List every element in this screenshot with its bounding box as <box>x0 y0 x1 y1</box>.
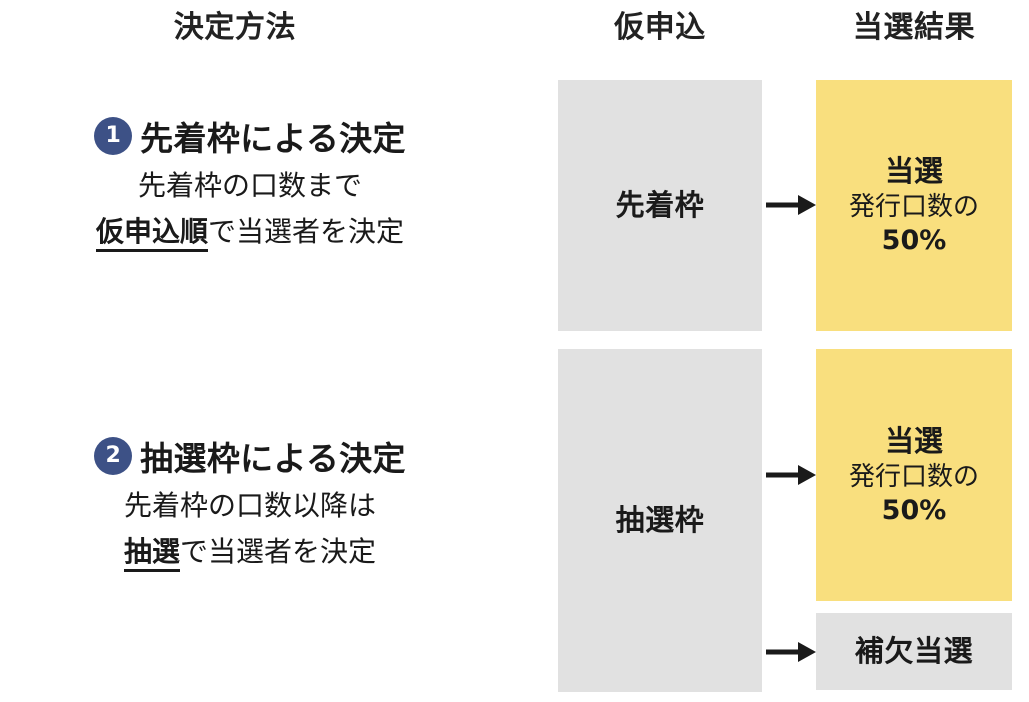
result-box-percentage: 50% <box>881 494 947 526</box>
apply-box-label: 先着枠 <box>615 188 705 223</box>
apply-box-label: 抽選枠 <box>615 503 705 538</box>
result-box-heading: 当選 <box>884 423 943 458</box>
result-box-heading: 当選 <box>884 154 943 189</box>
method-title: 先着枠による決定 <box>140 119 406 158</box>
step-number-badge: 2 <box>94 437 133 475</box>
method-keyword-underlined: 抽選 <box>123 534 180 572</box>
method-title-row: 2 抽選枠による決定 <box>0 432 500 480</box>
arrow-right-icon <box>766 195 816 215</box>
method-description-line-2: 抽選で当選者を決定 <box>0 532 500 572</box>
step-number-badge: 1 <box>94 117 133 155</box>
arrow-lottery-to-waitlist <box>766 639 816 665</box>
column-header-apply: 仮申込 <box>614 10 706 45</box>
apply-box-lottery: 抽選枠 <box>558 349 762 692</box>
method-description-line-2: 仮申込順で当選者を決定 <box>0 212 500 252</box>
arrow-right-icon <box>766 642 816 662</box>
result-box-percentage: 50% <box>881 225 947 257</box>
result-box-heading: 補欠当選 <box>854 634 974 669</box>
method-block-lottery: 2 抽選枠による決定 先着枠の口数以降は 抽選で当選者を決定 <box>0 432 500 572</box>
result-box-lottery-win: 当選 発行口数の 50% <box>816 349 1012 601</box>
apply-box-first-come: 先着枠 <box>558 80 762 331</box>
method-block-first-come: 1 先着枠による決定 先着枠の口数まで 仮申込順で当選者を決定 <box>0 112 500 252</box>
method-description-line-1: 先着枠の口数以降は <box>123 489 376 522</box>
result-box-subtext: 発行口数の <box>848 461 979 492</box>
result-box-waitlist: 補欠当選 <box>816 613 1012 690</box>
arrow-right-icon <box>766 465 816 485</box>
column-header-method: 決定方法 <box>173 10 297 45</box>
result-box-first-come-win: 当選 発行口数の 50% <box>816 80 1012 331</box>
arrow-lottery-to-win <box>766 462 816 488</box>
method-description-tail: で当選者を決定 <box>208 214 405 248</box>
method-title: 抽選枠による決定 <box>140 439 406 478</box>
method-description-line-1: 先着枠の口数まで <box>137 169 362 202</box>
arrow-first-come-to-win <box>766 192 816 218</box>
column-header-result: 当選結果 <box>852 10 976 45</box>
method-title-row: 1 先着枠による決定 <box>0 112 500 160</box>
method-keyword-underlined: 仮申込順 <box>95 214 208 252</box>
result-box-subtext: 発行口数の <box>848 192 979 223</box>
method-description-tail: で当選者を決定 <box>180 534 377 568</box>
